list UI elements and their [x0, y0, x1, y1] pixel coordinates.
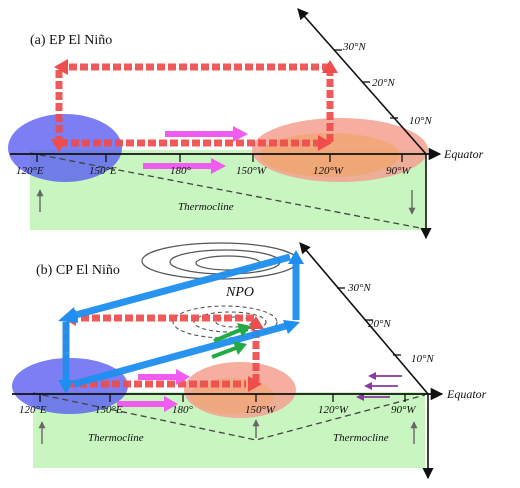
panel-title-a: (a) EP El Niño — [30, 33, 112, 48]
walker-arrow-bottom-b — [248, 376, 262, 392]
trade-wind-head-2 — [233, 341, 247, 355]
lon-label-b-150w: 150°W — [245, 404, 276, 416]
surface-currents-b — [117, 369, 190, 412]
lat-label-a-20: 20°N — [372, 77, 395, 89]
walker-arrow-bottom-a — [318, 135, 332, 151]
npo-arrow-bottom — [283, 320, 300, 334]
thermocline-label-b-east: Thermocline — [333, 432, 389, 444]
lon-label-b-150e: 150°E — [95, 404, 123, 416]
lat-label-b-10: 10°N — [411, 353, 434, 365]
longitude-ticks-a — [36, 154, 403, 162]
lon-label-a-90w: 90°W — [386, 165, 411, 177]
npo-arrow-top — [58, 307, 78, 323]
lon-label-b-120w: 120°W — [318, 404, 349, 416]
walker-arrow-right-b — [248, 316, 264, 329]
latitude-ticks-a — [334, 49, 398, 119]
walker-arrow-top-a — [54, 59, 68, 75]
lon-label-a-120e: 120°E — [16, 165, 44, 177]
thermocline-line-b — [32, 392, 426, 441]
lat-label-b-30: 30°N — [347, 282, 371, 294]
lat-label-a-30: 30°N — [342, 41, 366, 53]
lon-label-a-180: 180° — [170, 165, 192, 177]
npo-label: NPO — [225, 285, 254, 300]
easterly-head-2 — [364, 382, 372, 390]
panel-a: 30°N 20°N 10°N 120°E 150°E 180° 150°W 12… — [8, 8, 484, 240]
lon-label-a-150e: 150°E — [89, 165, 117, 177]
easterly-head-1 — [368, 372, 376, 380]
lon-label-b-90w: 90°W — [391, 404, 416, 416]
lat-label-b-20: 20°N — [368, 318, 391, 330]
surface-currents-a — [143, 126, 248, 174]
latitude-axis-b — [299, 242, 429, 395]
npo-cell — [62, 253, 300, 388]
easterly-head-3 — [356, 393, 364, 401]
thermocline-line-a — [29, 152, 421, 229]
trade-winds — [211, 328, 241, 359]
lon-label-b-120e: 120°E — [19, 404, 47, 416]
panel-b: NPO — [12, 242, 487, 480]
thermocline-label-b-west: Thermocline — [88, 432, 144, 444]
walker-cell-a — [55, 63, 334, 147]
npo-arrow-left — [58, 380, 74, 394]
lon-label-a-120w: 120°W — [313, 165, 344, 177]
longitude-ticks-b — [39, 394, 406, 402]
lon-label-a-150w: 150°W — [236, 165, 267, 177]
warm-anomaly-a — [252, 118, 428, 182]
walker-arrow-right-a — [322, 60, 338, 73]
easterlies-b — [362, 375, 402, 398]
npo-arrow-right — [288, 250, 304, 264]
thermocline-label-a: Thermocline — [178, 201, 234, 213]
equator-label-b: Equator — [446, 387, 487, 401]
panel-title-b: (b) CP El Niño — [36, 263, 120, 278]
latitude-ticks-b — [337, 287, 401, 356]
lat-label-a-10: 10°N — [409, 115, 432, 127]
walker-arrow-left-a — [51, 139, 67, 152]
warm-anomaly-b — [184, 362, 296, 418]
equator-label-a: Equator — [443, 147, 484, 161]
trade-wind-head-1 — [237, 323, 251, 337]
lon-label-b-180: 180° — [172, 404, 194, 416]
